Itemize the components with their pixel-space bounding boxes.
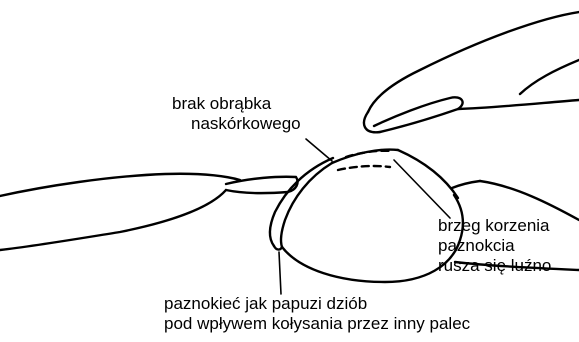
label-parrot-beak: paznokieć jak papuzi dziób pod wpływem k… <box>164 294 470 334</box>
examined-finger-back <box>480 181 579 220</box>
lower-finger-underside <box>0 190 226 250</box>
upper-finger-back-curve <box>520 60 579 94</box>
nail-outer-curve <box>270 158 333 246</box>
examined-finger-knuckle <box>452 181 480 188</box>
nail-root-dashed-bottom <box>338 166 390 170</box>
nail-root-dashed-top <box>346 151 392 157</box>
leader-parrot-beak <box>279 252 281 294</box>
label-root-edge-line-2: paznokcia <box>438 236 551 256</box>
upper-finger-tip <box>364 112 380 132</box>
label-no-cuticle: brak obrąbka naskórkowego <box>172 94 301 134</box>
upper-finger-nail <box>374 97 463 132</box>
lower-finger-top-contour <box>0 174 240 196</box>
label-root-edge: brzeg korzenia paznokcia rusza się luźno <box>438 216 551 276</box>
label-parrot-beak-line-1: paznokieć jak papuzi dziób <box>164 294 470 314</box>
label-parrot-beak-line-2: pod wpływem kołysania przez inny palec <box>164 314 470 334</box>
upper-finger-top-contour <box>368 12 579 112</box>
label-no-cuticle-line-1: brak obrąbka <box>172 94 301 114</box>
leader-no-cuticle <box>306 139 332 161</box>
label-root-edge-line-3: rusza się luźno <box>438 256 551 276</box>
label-root-edge-line-1: brzeg korzenia <box>438 216 551 236</box>
upper-finger-lower-contour <box>458 100 579 109</box>
label-no-cuticle-line-2: naskórkowego <box>172 114 301 134</box>
examined-finger-pad <box>282 195 463 282</box>
leader-root-edge <box>394 160 450 218</box>
